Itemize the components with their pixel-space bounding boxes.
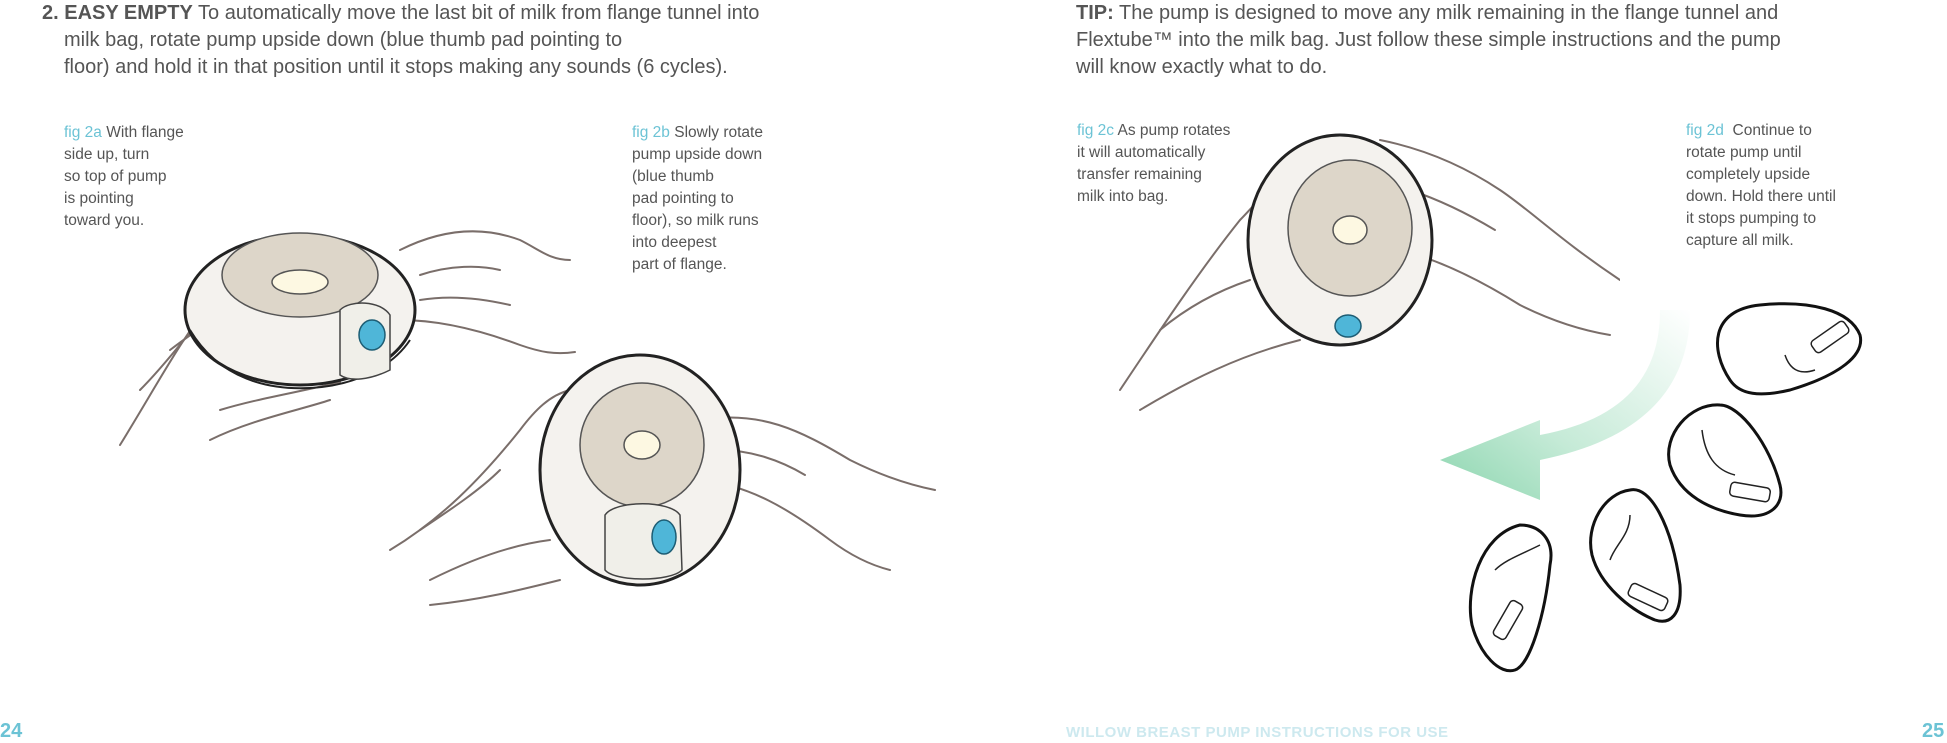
fig-2c-label: fig 2c: [1077, 122, 1115, 139]
tip-line-1: The pump is designed to move any milk re…: [1118, 2, 1779, 24]
fig-2d-label: fig 2d: [1686, 122, 1724, 139]
page-number-left: 24: [0, 720, 23, 742]
tip-text: TIP: The pump is designed to move any mi…: [1076, 0, 1856, 81]
tip-line-3: will know exactly what to do.: [1076, 56, 1328, 78]
pump-outline-2: [1667, 403, 1783, 518]
fig-2b-illustration: [389, 353, 936, 606]
pump-body-2c: [1246, 133, 1434, 347]
caption-fig-2c: fig 2c As pump rotates it will automatic…: [1077, 122, 1231, 205]
pump-outline-4: [1468, 523, 1553, 673]
page-number-right: 25: [1922, 720, 1945, 742]
pump-outline-3: [1589, 488, 1682, 623]
rotation-arrow-icon: [1440, 310, 1690, 500]
caption-fig-2b: fig 2b Slowly rotate pump upside down (b…: [632, 124, 763, 273]
tip-line-2: Flextube™ into the milk bag. Just follow…: [1076, 29, 1781, 51]
fig-2b-label: fig 2b: [632, 124, 670, 141]
thumb-pad-icon: [651, 519, 677, 555]
thumb-pad-icon: [358, 319, 386, 351]
fig-2c-illustration: [1119, 133, 1620, 411]
step-line-3: floor) and hold it in that position unti…: [64, 56, 728, 78]
fig-2d-illustration: [1468, 302, 1863, 673]
thumb-pad-icon: [1334, 314, 1362, 338]
pump-body-2a: [183, 232, 417, 390]
tip-heading: TIP:: [1076, 2, 1114, 24]
step-line-1: To automatically move the last bit of mi…: [198, 2, 760, 24]
caption-fig-2d: fig 2d Continue to rotate pump until com…: [1686, 122, 1836, 249]
step-line-2: milk bag, rotate pump upside down (blue …: [64, 29, 623, 51]
pump-outline-1: [1716, 302, 1863, 396]
fig-2a-illustration: [119, 230, 576, 446]
caption-fig-2a: fig 2a With flange side up, turn so top …: [64, 124, 184, 229]
step-number: 2.: [42, 2, 59, 24]
step-heading: EASY EMPTY: [64, 2, 193, 24]
fig-2a-label: fig 2a: [64, 124, 102, 141]
footer-title: WILLOW BREAST PUMP INSTRUCTIONS FOR USE: [1066, 724, 1449, 741]
pump-body-2b: [538, 353, 742, 587]
step-2-text: 2. EASY EMPTY To automatically move the …: [42, 0, 822, 81]
